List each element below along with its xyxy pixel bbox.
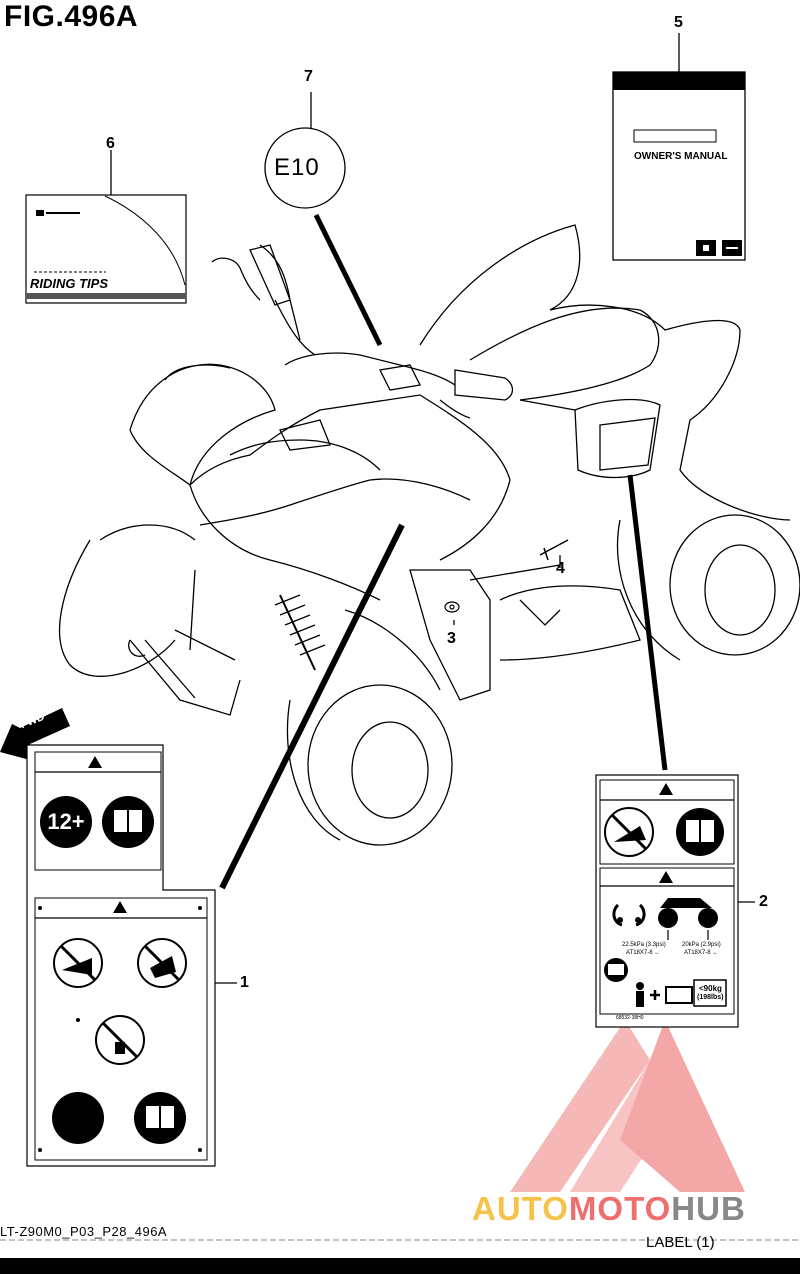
leader-lines bbox=[110, 33, 755, 984]
callout-6: 6 bbox=[106, 135, 115, 152]
label-2-icons bbox=[604, 783, 727, 1007]
watermark-text: AUTOMOTOHUB bbox=[472, 1190, 746, 1228]
footer-label: LABEL (1) bbox=[646, 1234, 715, 1251]
callout-5: 5 bbox=[674, 14, 683, 31]
callout-1: 1 bbox=[240, 974, 249, 991]
callout-4: 4 bbox=[556, 560, 565, 577]
callout-3: 3 bbox=[447, 630, 456, 647]
riding-tips-card bbox=[25, 194, 187, 304]
rear-pressure: 20kPa (2.9psi) bbox=[682, 942, 721, 948]
load-limit: <90kg bbox=[699, 984, 722, 993]
watermark-logo bbox=[510, 1020, 745, 1192]
part-4-clip bbox=[539, 539, 569, 561]
figure-title: FIG.496A bbox=[4, 0, 139, 33]
callout-7: 7 bbox=[304, 68, 313, 85]
callout-2: 2 bbox=[759, 893, 768, 910]
front-pressure: 22.5kPa (3.3psi) bbox=[622, 942, 666, 948]
rear-tire: AT18X7-8 ← bbox=[684, 950, 719, 956]
part-number: 68532-38H0 bbox=[616, 1015, 644, 1021]
riding-tips-title: RIDING TIPS bbox=[30, 276, 109, 291]
e10-badge bbox=[264, 127, 346, 209]
part-3-grommet bbox=[444, 601, 460, 613]
footer-code: LT-Z90M0_P03_P28_496A bbox=[0, 1224, 168, 1239]
fwd-arrow bbox=[0, 708, 70, 760]
bottom-bar bbox=[0, 1258, 800, 1274]
front-tire: AT18X7-8 ← bbox=[626, 950, 661, 956]
label-1-icons bbox=[38, 756, 202, 1152]
e10-text: E10 bbox=[274, 154, 320, 181]
owners-manual bbox=[612, 71, 746, 261]
atv-outline bbox=[58, 224, 800, 846]
age-badge-text: 12+ bbox=[47, 809, 85, 834]
watermark-moto: MOTO bbox=[568, 1190, 672, 1227]
watermark-hub: HUB bbox=[671, 1190, 746, 1227]
load-limit-lbs: (198lbs) bbox=[697, 994, 724, 1001]
watermark-auto: AUTO bbox=[472, 1190, 569, 1227]
manual-title: OWNER'S MANUAL bbox=[634, 151, 728, 162]
label-1 bbox=[26, 744, 216, 1167]
